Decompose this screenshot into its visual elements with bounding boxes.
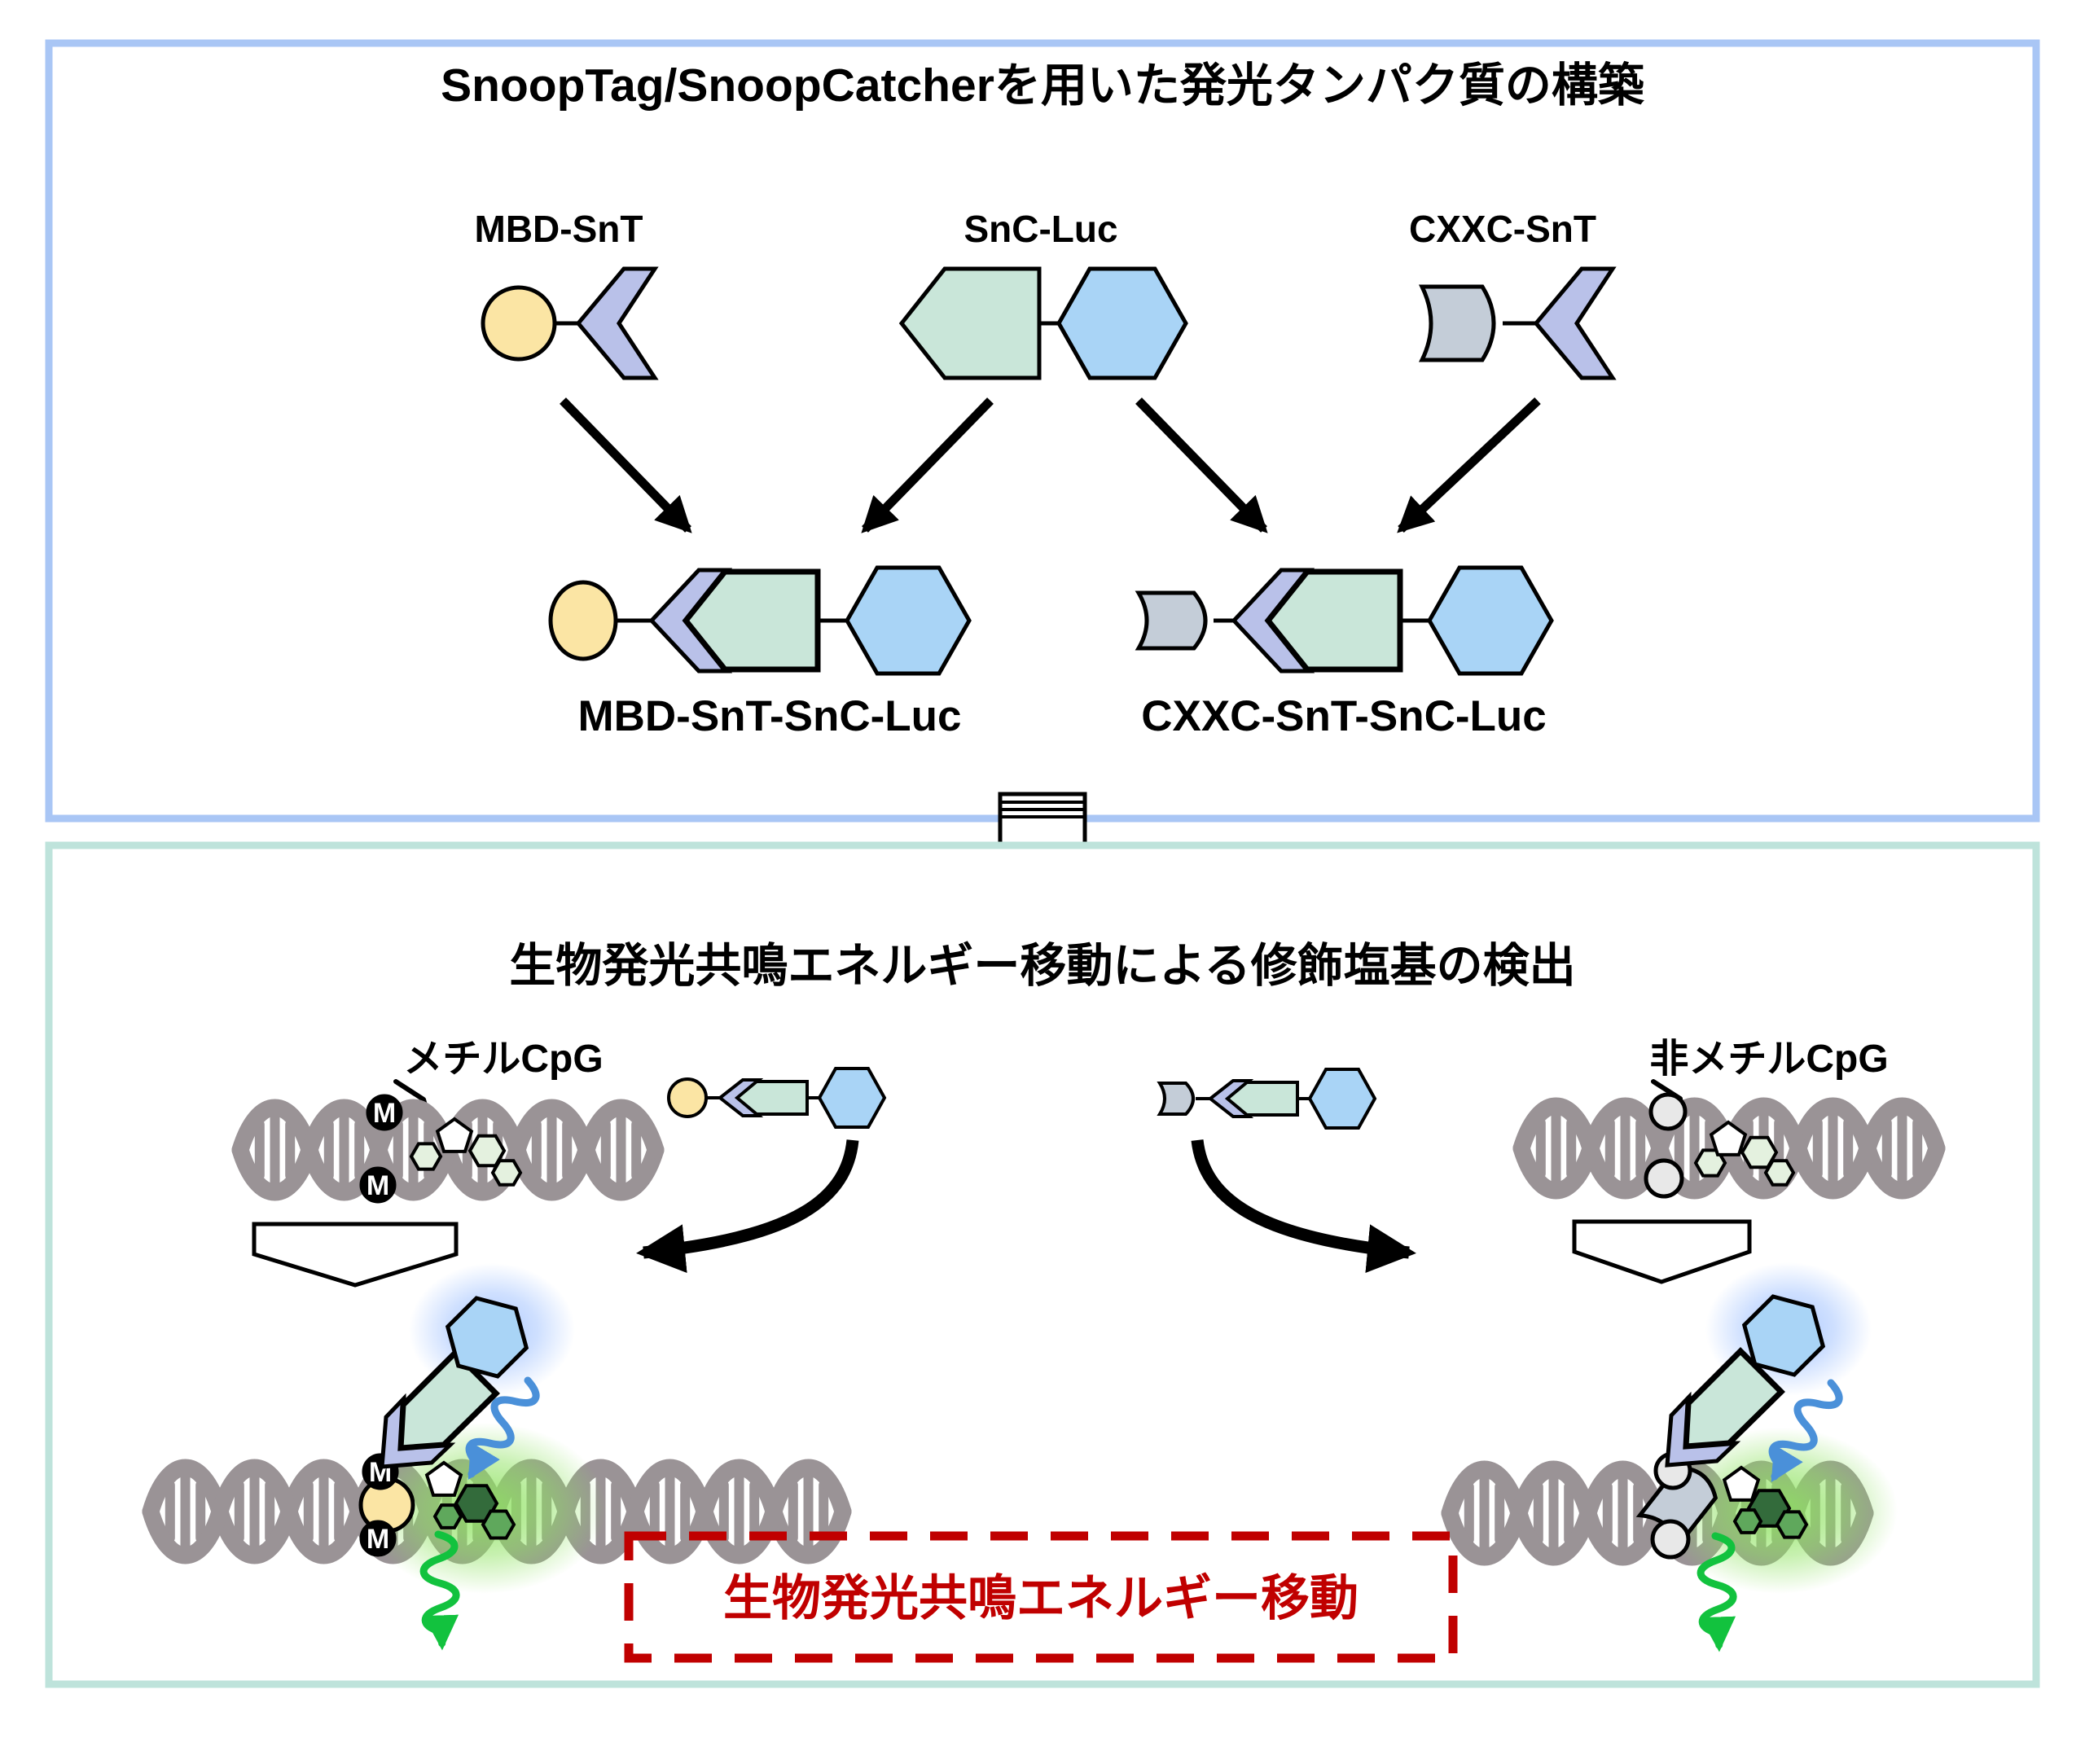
unmethyl-cpg-circle xyxy=(1648,1092,1688,1131)
methyl-mark-circle xyxy=(366,1094,403,1131)
methyl-mark-m: M xyxy=(367,1170,389,1201)
base-hexagon-dark xyxy=(1777,1512,1806,1537)
cxxc-domain-shape xyxy=(1418,284,1496,362)
luciferase-hexagon xyxy=(817,1067,887,1129)
assembly-arrow xyxy=(560,397,692,533)
luciferase-hexagon xyxy=(445,1296,529,1379)
cxxc-domain-shape xyxy=(1157,1082,1195,1116)
panel-detection: 生物発光共鳴エネルギー移動による修飾塩基の検出 メチルCpG M M xyxy=(45,841,2040,1688)
product1-label: MBD-SnT-SnC-Luc xyxy=(577,692,961,740)
down-chevron-arrow xyxy=(252,1222,459,1288)
base-hexagon xyxy=(493,1161,520,1185)
unmethylated-dna: 非メチルCpG xyxy=(1512,1038,1946,1284)
snoopcatcher-pentagon xyxy=(898,266,1042,380)
base-hexagon xyxy=(411,1143,441,1169)
luciferase-hexagon xyxy=(1741,1294,1826,1377)
assembly-arrow xyxy=(1397,397,1541,533)
assembly-arrow xyxy=(1135,397,1268,533)
construction-title: SnoopTag/SnoopCatcherを用いた発光タンパク質の構築 xyxy=(441,59,1645,112)
methyl-mark-circle xyxy=(359,1520,397,1557)
probe-cxxc-snt-snc-luc xyxy=(1157,1068,1377,1130)
snoopcatcher-pentagon xyxy=(1683,1347,1785,1450)
down-chevron-arrow xyxy=(1572,1219,1752,1284)
probe-mbd-snt-snc-luc xyxy=(667,1067,887,1129)
mbd-domain-circle xyxy=(548,580,618,661)
bret-complex-unmethylated xyxy=(1441,1262,1898,1646)
component-snc-luc: SnC-Luc xyxy=(898,208,1188,380)
component-cxxc-snt-label: CXXC-SnT xyxy=(1409,208,1596,250)
luciferase-hexagon xyxy=(1307,1068,1377,1130)
base-hexagon-dark xyxy=(1735,1510,1761,1533)
snooptag-chevron-icon xyxy=(575,266,659,380)
mbd-domain-circle xyxy=(481,285,557,362)
luciferase-hexagon xyxy=(1056,266,1188,380)
base-hexagon-dark xyxy=(483,1511,514,1538)
bret-callout-border xyxy=(624,1531,1458,1663)
snoopcatcher-pentagon xyxy=(1264,568,1403,673)
assembly-arrow xyxy=(861,397,994,533)
unmethyl-cpg-circle xyxy=(1644,1158,1684,1199)
methyl-cpg-label: メチルCpG xyxy=(403,1038,603,1081)
methyl-mark-m: M xyxy=(373,1098,396,1129)
unmethyl-cpg-label: 非メチルCpG xyxy=(1649,1038,1888,1081)
luciferase-hexagon xyxy=(845,565,972,676)
bret-callout: 生物発光共鳴エネルギー移動 xyxy=(624,1531,1458,1663)
methyl-mark-circle xyxy=(359,1166,397,1204)
snoopcatcher-pentagon xyxy=(397,1349,500,1451)
product-mbd-snt-snc-luc: MBD-SnT-SnC-Luc xyxy=(548,565,972,740)
bret-callout-label: 生物発光共鳴エネルギー移動 xyxy=(723,1571,1359,1626)
construction-panel-border xyxy=(45,39,2040,823)
snooptag-chevron-icon xyxy=(1533,266,1617,380)
bret-complex-methylated: M M xyxy=(142,1263,852,1644)
methyl-mark-m: M xyxy=(367,1524,389,1555)
snoopcatcher-pentagon xyxy=(682,568,821,673)
cxxc-domain-shape xyxy=(1135,590,1208,651)
base-hexagon xyxy=(1766,1161,1793,1185)
mbd-domain-circle xyxy=(667,1077,708,1118)
unmethyl-cpg-circle xyxy=(1650,1519,1691,1560)
binding-arrow-left xyxy=(636,1139,859,1274)
component-cxxc-snt: CXXC-SnT xyxy=(1409,208,1617,380)
binding-arrow-right xyxy=(1191,1139,1416,1274)
panel-construction: SnoopTag/SnoopCatcherを用いた発光タンパク質の構築 MBD-… xyxy=(45,39,2040,823)
detection-title: 生物発光共鳴エネルギー移動による修飾塩基の検出 xyxy=(509,940,1575,992)
product-cxxc-snt-snc-luc: CXXC-SnT-SnC-Luc xyxy=(1135,565,1554,740)
component-mbd-snt-label: MBD-SnT xyxy=(475,208,643,250)
luciferase-hexagon xyxy=(1427,565,1554,676)
component-snc-luc-label: SnC-Luc xyxy=(963,208,1117,250)
base-hexagon-dark xyxy=(435,1505,461,1528)
product2-label: CXXC-SnT-SnC-Luc xyxy=(1141,692,1547,740)
component-mbd-snt: MBD-SnT xyxy=(475,208,659,380)
methylated-dna: メチルCpG M M xyxy=(231,1038,665,1288)
